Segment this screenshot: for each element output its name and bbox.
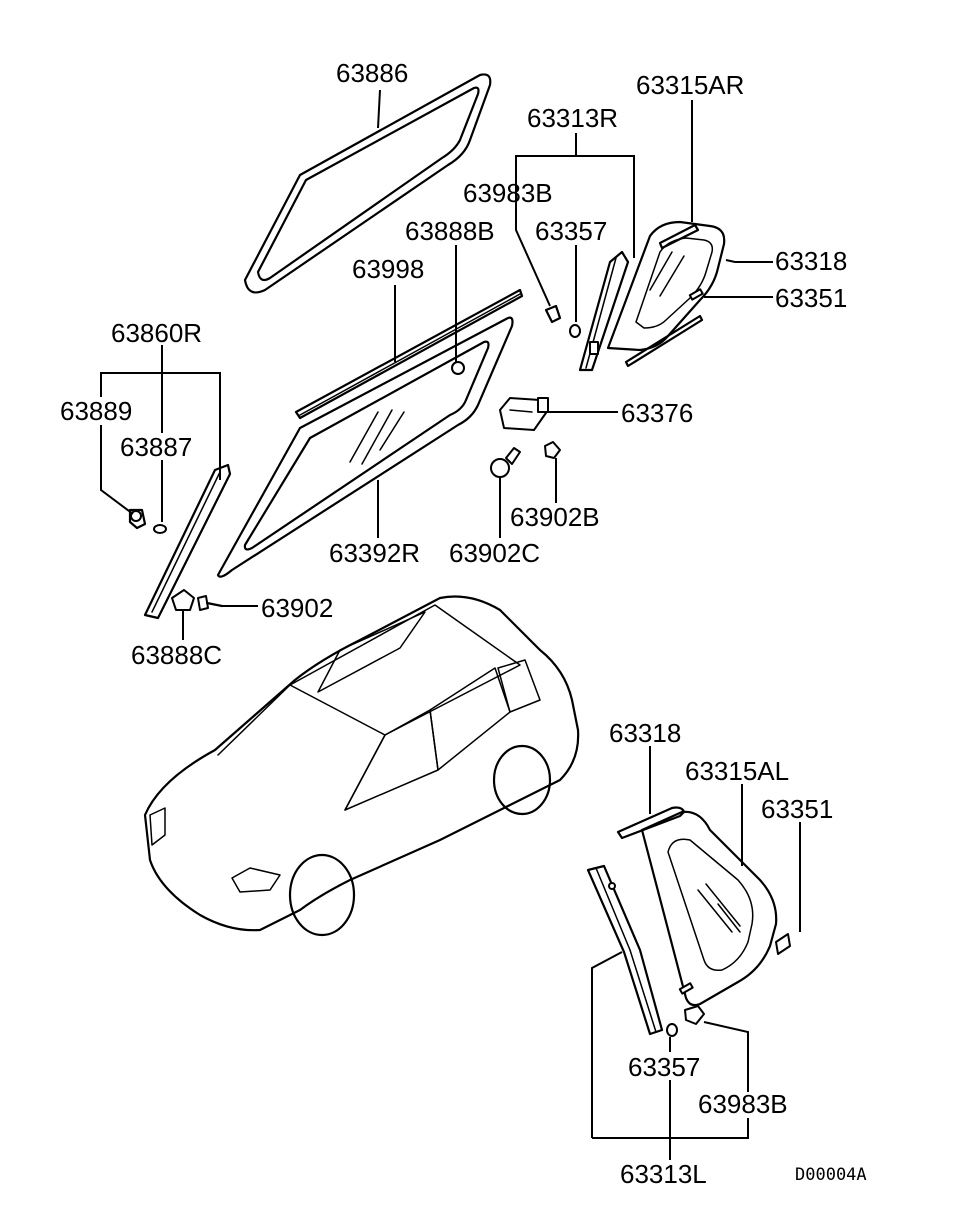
diagram-code: D00004A — [795, 1165, 867, 1185]
label-63318-bottom: 63318 — [609, 718, 681, 748]
label-63392R: 63392R — [329, 538, 420, 568]
label-63888B: 63888B — [405, 216, 495, 246]
part-63902-screw — [197, 595, 224, 611]
vehicle-outline — [143, 595, 580, 937]
label-63318-top: 63318 — [775, 246, 847, 276]
label-63998: 63998 — [352, 254, 424, 284]
label-63860R: 63860R — [111, 318, 202, 348]
label-63357-top: 63357 — [535, 216, 607, 246]
label-63376: 63376 — [621, 398, 693, 428]
part-labels: 63886 63315AR 63313R 63983B 63888B 63357… — [60, 58, 867, 1189]
part-63392R-glass — [216, 316, 514, 578]
label-63902B: 63902B — [510, 502, 600, 532]
part-63376-bracket — [499, 397, 549, 431]
part-63318-seal-bottom — [616, 806, 686, 840]
label-63887: 63887 — [120, 432, 192, 462]
part-63886-frame — [243, 73, 492, 294]
label-63315AL: 63315AL — [685, 756, 789, 786]
label-63888C: 63888C — [131, 640, 222, 670]
label-63983B-bottom: 63983B — [698, 1089, 788, 1119]
part-63902B-screw — [544, 441, 561, 459]
label-63313L: 63313L — [620, 1159, 707, 1189]
part-63313L-molding — [586, 864, 705, 1037]
label-63889: 63889 — [60, 396, 132, 426]
part-63315AR-glass — [606, 220, 726, 368]
part-63351-strip-bottom — [775, 933, 791, 955]
part-63315AL-glass — [640, 810, 778, 1007]
label-63357-bottom: 63357 — [628, 1052, 700, 1082]
label-63351-top: 63351 — [775, 283, 847, 313]
label-63902C: 63902C — [449, 538, 540, 568]
part-63888C-clip — [171, 589, 195, 611]
part-63860R-molding — [128, 463, 232, 620]
label-63983B-top: 63983B — [463, 178, 553, 208]
part-63313R-molding — [544, 250, 630, 372]
label-63313R: 63313R — [527, 103, 618, 133]
label-63315AR: 63315AR — [636, 70, 744, 100]
label-63902: 63902 — [261, 593, 333, 623]
part-63998-molding — [294, 288, 524, 420]
label-63351-bottom: 63351 — [761, 794, 833, 824]
leader-lines — [100, 89, 801, 1160]
part-63902C-grommet — [490, 447, 521, 478]
label-63886: 63886 — [336, 58, 408, 88]
